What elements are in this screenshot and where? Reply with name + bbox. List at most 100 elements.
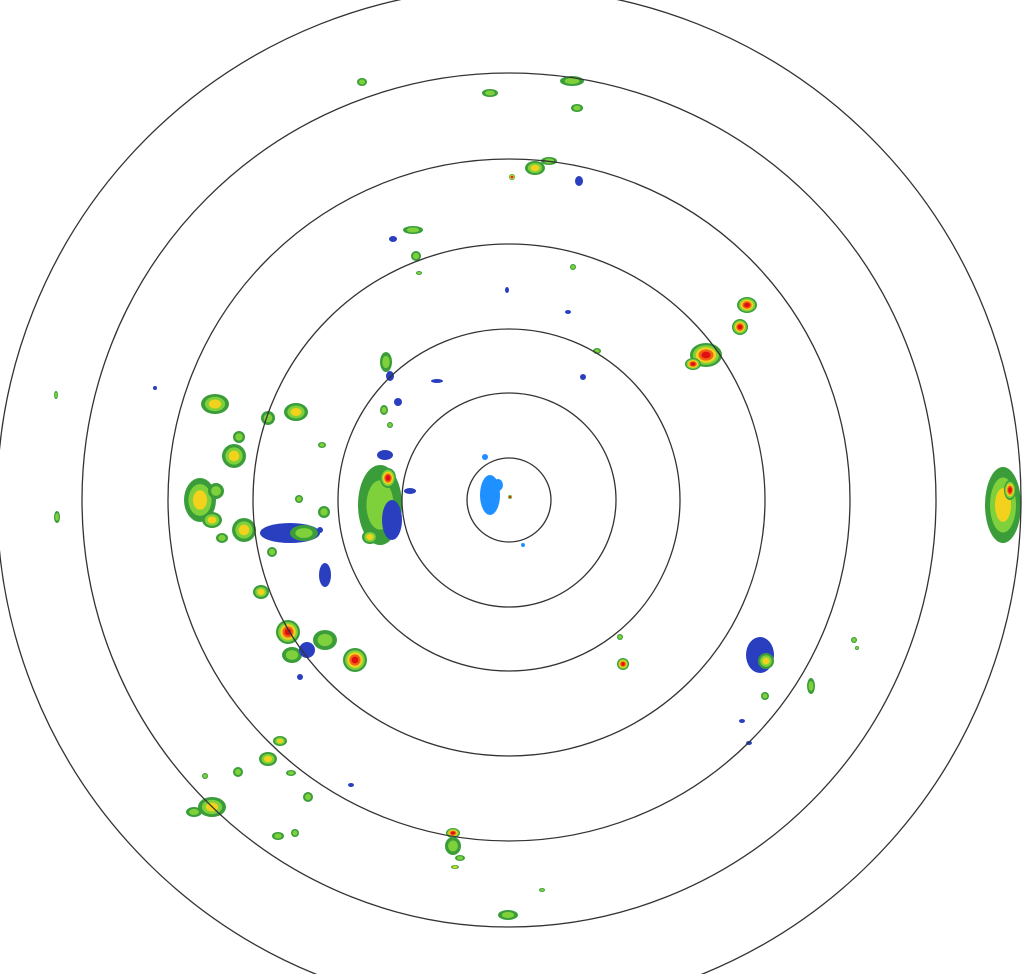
echo-cell [233, 431, 245, 443]
echo-layer [287, 771, 295, 775]
echo-layer [509, 496, 511, 498]
echo-cell [509, 174, 515, 180]
echo-layer [295, 528, 313, 538]
echo-layer [319, 563, 331, 587]
echo-cell [299, 642, 315, 658]
echo-cell [445, 837, 461, 855]
echo-cell [286, 770, 296, 776]
echo-cell [303, 792, 313, 802]
echo-layer [482, 454, 488, 460]
echo-cell [253, 585, 269, 599]
echo-cell [855, 646, 859, 650]
echo-cell [273, 736, 287, 746]
echo-cell [153, 386, 157, 390]
echo-layer [852, 638, 856, 642]
echo-layer [382, 500, 402, 540]
echo-layer [501, 911, 515, 919]
echo-layer [228, 450, 240, 462]
echo-cell [482, 89, 498, 97]
echo-layer [701, 351, 711, 359]
echo-layer [358, 79, 366, 85]
echo-layer [456, 856, 464, 860]
echo-cell [403, 226, 423, 234]
echo-layer [575, 176, 583, 186]
echo-layer [521, 543, 525, 547]
echo-layer [296, 496, 302, 502]
echo-layer [618, 635, 622, 639]
echo-layer [762, 657, 770, 665]
echo-layer [292, 830, 298, 836]
echo-cell [380, 405, 388, 415]
echo-cell [357, 78, 367, 86]
echo-layer [189, 808, 199, 816]
echo-layer [54, 392, 58, 398]
echo-cell [394, 398, 402, 406]
echo-layer [238, 524, 250, 536]
precipitation-echoes [54, 76, 1021, 920]
echo-layer [1008, 487, 1012, 493]
echo-cell [54, 391, 58, 399]
echo-layer [385, 475, 391, 481]
echo-cell [411, 251, 421, 261]
echo-cell [505, 287, 509, 293]
echo-layer [153, 386, 157, 390]
echo-layer [564, 77, 580, 85]
range-ring-6 [81, 72, 937, 928]
echo-layer [431, 379, 443, 383]
echo-cell [186, 807, 202, 817]
echo-cell [482, 454, 488, 460]
echo-cell [54, 511, 60, 523]
echo-layer [235, 433, 243, 441]
echo-cell [571, 104, 583, 112]
echo-cell [617, 634, 623, 640]
echo-cell [380, 468, 396, 488]
echo-layer [808, 681, 814, 691]
echo-layer [485, 90, 495, 96]
echo-layer [855, 646, 859, 650]
echo-layer [207, 516, 217, 524]
echo-cell [318, 506, 330, 518]
range-ring-1 [466, 457, 552, 543]
echo-layer [274, 833, 282, 839]
echo-cell [216, 533, 228, 543]
echo-cell [232, 518, 256, 542]
echo-cell [343, 648, 367, 672]
echo-layer [276, 738, 284, 744]
echo-layer [284, 628, 292, 636]
echo-layer [320, 508, 328, 516]
echo-cell [201, 394, 229, 414]
echo-cell [295, 495, 303, 503]
echo-layer [448, 840, 458, 852]
echo-cell [575, 176, 583, 186]
echo-layer [412, 252, 420, 260]
echo-layer [621, 662, 625, 666]
echo-cell [807, 678, 815, 694]
echo-layer [377, 450, 393, 460]
echo-layer [394, 398, 402, 406]
echo-cell [521, 543, 525, 547]
echo-cell [222, 444, 246, 468]
echo-layer [573, 105, 581, 111]
echo-cell [348, 783, 354, 787]
echo-cell [570, 264, 576, 270]
echo-layer [762, 693, 768, 699]
echo-cell [259, 752, 277, 766]
echo-layer [381, 406, 387, 414]
echo-cell [498, 910, 518, 920]
echo-cell [202, 512, 222, 528]
echo-layer [264, 755, 272, 763]
echo-cell [539, 888, 545, 892]
echo-cell [272, 832, 284, 840]
echo-layer [208, 399, 222, 409]
echo-cell [1004, 480, 1016, 500]
echo-cell [317, 527, 323, 533]
echo-cell [362, 530, 378, 544]
echo-cell [690, 343, 722, 367]
echo-layer [493, 479, 503, 491]
echo-cell [493, 479, 503, 491]
echo-cell [617, 658, 629, 670]
range-ring-5 [167, 158, 851, 842]
range-ring-4 [252, 243, 766, 757]
